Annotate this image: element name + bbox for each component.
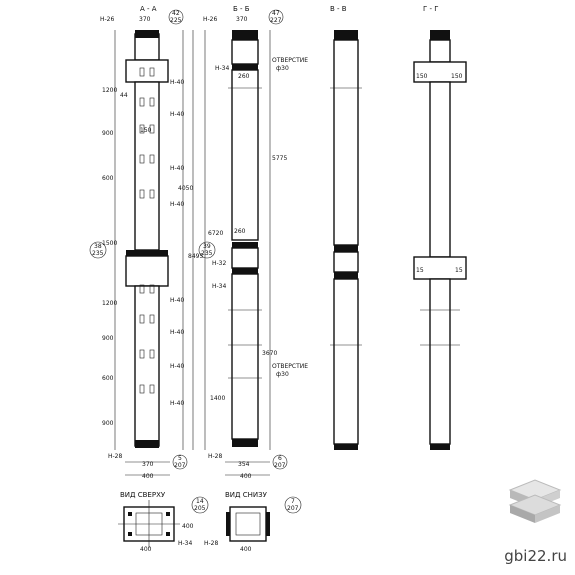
label-n40-3: Н-40 (170, 165, 184, 172)
dim-370-bot: 370 (142, 461, 154, 468)
label-n28-view: Н-28 (204, 540, 218, 547)
label-n32-bb: Н-32 (212, 260, 226, 267)
callout-6-den: 207 (274, 462, 286, 469)
view-top-title: ВИД СВЕРХУ (120, 491, 166, 499)
label-n40-1: Н-40 (170, 79, 184, 86)
dim-354: 354 (238, 461, 250, 468)
dim-150-gg-right: 150 (451, 73, 463, 80)
dim-400-view-top-v: 400 (182, 523, 194, 530)
dim-150-aa: 150 (140, 127, 152, 134)
dim-4050: 4050 (178, 185, 193, 192)
callout-42-num: 42 (172, 10, 180, 17)
callout-5-num: 5 (178, 455, 182, 462)
view-bottom-title: ВИД СНИЗУ (225, 491, 268, 499)
brand-text[interactable]: gbi22.ru (504, 547, 567, 565)
dim-150-gg-left: 150 (416, 73, 428, 80)
label-n40-6: Н-40 (170, 329, 184, 336)
dim-44-aa: 44 (120, 92, 128, 99)
dim-1200-top: 1200 (102, 87, 117, 94)
label-n40-8: Н-40 (170, 400, 184, 407)
callout-42-den: 225 (170, 17, 182, 24)
callout-6-num: 6 (278, 455, 282, 462)
column-vv (330, 30, 362, 450)
label-otv-1: ОТВЕРСТИЕ (272, 57, 308, 64)
callout-circle-38 (89, 241, 107, 259)
label-n40-4: Н-40 (170, 201, 184, 208)
dim-400-view-bot: 400 (240, 546, 252, 553)
label-n34-view: Н-34 (178, 540, 192, 547)
callout-5-den: 207 (174, 462, 186, 469)
brand-logo-icon (508, 479, 562, 523)
dim-370-bb: 370 (236, 16, 248, 23)
callout-38-num: 38 (94, 243, 102, 250)
callout-39-num: 39 (203, 243, 211, 250)
callout-circle-14 (191, 496, 209, 514)
dim-370-aa: 370 (139, 16, 151, 23)
callout-circle-42 (168, 9, 184, 25)
callout-7-num: 7 (291, 498, 295, 505)
label-n40-5: Н-40 (170, 297, 184, 304)
column-aa (114, 30, 194, 476)
dim-900-top: 900 (102, 130, 114, 137)
dim-1200-bot: 1200 (102, 300, 117, 307)
callout-circle-47 (268, 9, 284, 25)
dim-5775: 5775 (272, 155, 287, 162)
dim-400-bb: 400 (240, 473, 252, 480)
dim-3670: 3670 (262, 350, 277, 357)
dim-15-gg-right: 15 (455, 267, 463, 274)
dim-1500: 1500 (102, 240, 117, 247)
callout-39-den: 235 (201, 250, 213, 257)
view-top (118, 500, 180, 548)
column-bb (204, 30, 271, 476)
dim-260-top: 260 (238, 73, 250, 80)
column-gg (413, 30, 467, 450)
callout-circle-5 (172, 454, 188, 470)
dim-600-top: 600 (102, 175, 114, 182)
dim-900-last: 900 (102, 420, 114, 427)
callout-38-den: 235 (92, 250, 104, 257)
dim-6720: 6720 (208, 230, 223, 237)
callout-47-num: 47 (272, 10, 280, 17)
label-phi-1: ф30 (276, 65, 289, 72)
callout-circle-39 (198, 241, 216, 259)
dim-260-mid: 260 (234, 228, 246, 235)
label-n26-aa: Н-26 (100, 16, 114, 23)
dim-400-view-top-h: 400 (140, 546, 152, 553)
label-n34-bb: Н-34 (215, 65, 229, 72)
dim-600-bot: 600 (102, 375, 114, 382)
label-n26-bb: Н-26 (203, 16, 217, 23)
callout-circle-7 (284, 496, 302, 514)
callout-47-den: 227 (270, 17, 282, 24)
label-n28-bb: Н-28 (208, 453, 222, 460)
section-heading-aa: А - А (140, 5, 157, 13)
section-heading-bb: Б - Б (233, 5, 250, 13)
callout-14-num: 14 (196, 498, 204, 505)
view-bottom (226, 506, 270, 542)
section-heading-vv: В - В (330, 5, 347, 13)
label-phi-2: ф30 (276, 371, 289, 378)
dim-1400: 1400 (210, 395, 225, 402)
label-n40-2: Н-40 (170, 111, 184, 118)
dim-15-gg-left: 15 (416, 267, 424, 274)
label-n34-bb-2: Н-34 (212, 283, 226, 290)
label-otv-2: ОТВЕРСТИЕ (272, 363, 308, 370)
callout-7-den: 207 (287, 505, 299, 512)
callout-14-den: 205 (194, 505, 206, 512)
label-n28-aa: Н-28 (108, 453, 122, 460)
dim-900-bot: 900 (102, 335, 114, 342)
section-heading-gg: Г - Г (423, 5, 439, 13)
dim-400-aa: 400 (142, 473, 154, 480)
label-n40-7: Н-40 (170, 363, 184, 370)
callout-circle-6 (272, 454, 288, 470)
dim-8495: 8495 (188, 253, 203, 260)
